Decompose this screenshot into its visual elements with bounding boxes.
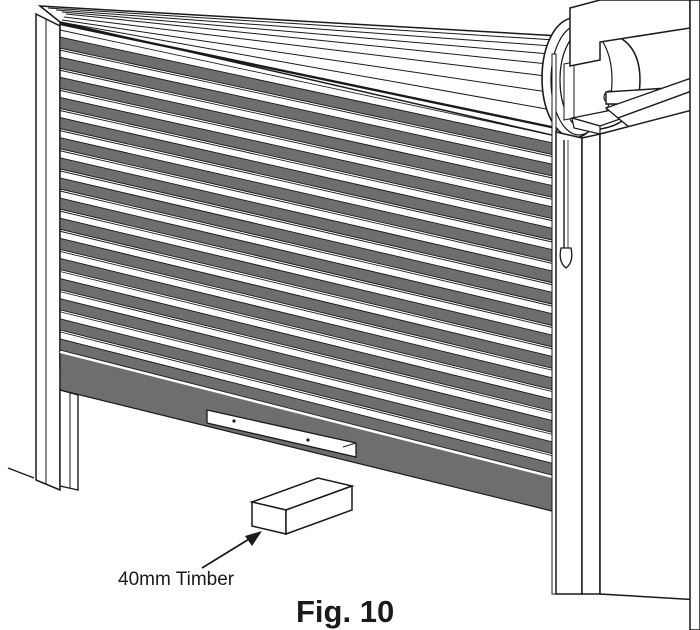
shutter-slat-line xyxy=(59,110,557,222)
shutter-slat-line xyxy=(59,311,557,436)
shutter-slat-line xyxy=(59,89,557,201)
handle-bar xyxy=(206,409,357,458)
figure-caption: Fig. 10 xyxy=(296,594,395,629)
shutter-curtain xyxy=(59,21,557,513)
shutter-slat-line xyxy=(59,230,557,351)
left-pier xyxy=(35,12,61,492)
left-guide-bottom xyxy=(59,389,79,491)
shutter-slat-line xyxy=(59,331,557,458)
shutter-slat-line xyxy=(59,190,557,308)
shutter-slat-line xyxy=(59,49,557,158)
floor-line xyxy=(7,467,35,479)
shutter-slat-line xyxy=(59,170,557,287)
pull-cord xyxy=(559,140,573,269)
shutter-slat-line xyxy=(59,210,557,329)
timber-callout-arrow xyxy=(201,531,262,569)
timber-block xyxy=(249,477,355,536)
shutter-slat-line xyxy=(59,29,557,137)
shutter-slat-line xyxy=(59,69,557,180)
shutter-slat-line xyxy=(59,291,557,415)
shutter-slat-line xyxy=(59,150,557,265)
timber-label: 40mm Timber xyxy=(118,569,235,590)
shutter-roll xyxy=(37,5,561,137)
shutter-slat-line xyxy=(59,250,557,372)
shutter-slat-line xyxy=(59,130,557,244)
shutter-slat-line xyxy=(59,271,557,393)
